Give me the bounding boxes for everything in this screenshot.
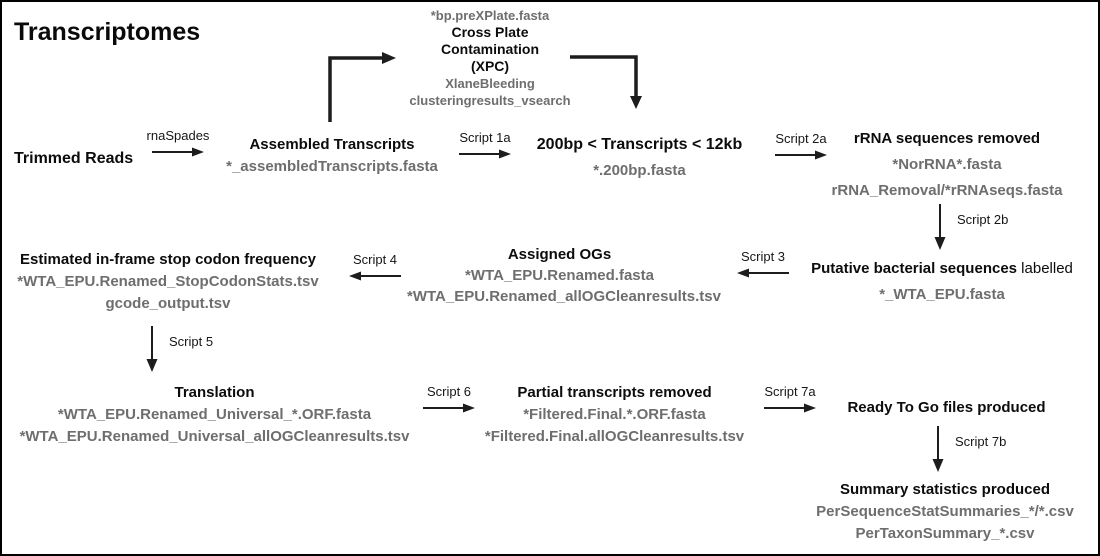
arrow-script-1a: Script 1a bbox=[452, 130, 518, 160]
node-title: Ready To Go files produced bbox=[847, 399, 1046, 416]
arrow-script-2b: Script 2b bbox=[932, 204, 1008, 250]
arrow-label: Script 1a bbox=[459, 130, 511, 145]
node-title: (XPC) bbox=[470, 58, 510, 74]
file-label: *NorRNA*.fasta bbox=[892, 156, 1002, 173]
arrow-script-7a: Script 7a bbox=[758, 384, 822, 414]
page-title: Transcriptomes bbox=[14, 18, 201, 46]
node-ready-to-go: Ready To Go files produced bbox=[794, 397, 1098, 419]
node-size-filter: 200bp < Transcripts < 12kb *.200bp.fasta bbox=[507, 134, 772, 182]
node-title: Contamination bbox=[441, 41, 539, 57]
arrow-rnaspades: rnaSpades bbox=[140, 128, 216, 158]
file-label: rRNA_Removal/*rRNAseqs.fasta bbox=[831, 182, 1063, 199]
arrow-label: rnaSpades bbox=[146, 128, 210, 143]
arrow-label: Script 5 bbox=[169, 334, 214, 349]
file-label: *Filtered.Final.*.ORF.fasta bbox=[523, 406, 706, 423]
node-assembled-transcripts: Assembled Transcripts *_assembledTranscr… bbox=[202, 134, 462, 178]
arrow-down-icon bbox=[146, 326, 158, 372]
file-label: PerSequenceStatSummaries_*/*.csv bbox=[816, 503, 1074, 520]
node-title: Putative bacterial sequences labelled bbox=[811, 260, 1073, 277]
arrow-right-down-elbow-icon bbox=[570, 55, 642, 109]
file-label: *_WTA_EPU.fasta bbox=[879, 286, 1005, 303]
arrow-right-icon bbox=[764, 403, 816, 413]
node-title: rRNA sequences removed bbox=[853, 130, 1041, 147]
node-partial-removed: Partial transcripts removed *Filtered.Fi… bbox=[462, 382, 767, 448]
file-label: *WTA_EPU.Renamed_Universal_*.ORF.fasta bbox=[57, 406, 372, 423]
file-label: XlaneBleeding bbox=[445, 76, 535, 91]
arrow-label: Script 3 bbox=[740, 249, 786, 264]
arrow-up-right-elbow-icon bbox=[328, 52, 396, 122]
file-label: *.200bp.fasta bbox=[593, 162, 686, 179]
file-label: *WTA_EPU.Renamed_StopCodonStats.tsv bbox=[17, 273, 319, 290]
file-label: gcode_output.tsv bbox=[105, 295, 231, 312]
arrow-right-icon bbox=[423, 403, 475, 413]
node-title: Cross Plate bbox=[451, 24, 529, 40]
node-assigned-ogs: Assigned OGs *WTA_EPU.Renamed.fasta *WTA… bbox=[407, 244, 721, 307]
node-putative-bacterial: Putative bacterial sequences labelled *_… bbox=[782, 256, 1098, 308]
node-summary-statistics: Summary statistics produced PerSequenceS… bbox=[782, 479, 1098, 545]
arrow-right-icon bbox=[152, 147, 204, 157]
file-label: *bp.preXPlate.fasta bbox=[430, 8, 550, 23]
file-label: *WTA_EPU.Renamed.fasta bbox=[465, 267, 654, 284]
arrow-down-icon bbox=[934, 204, 946, 250]
file-label: *WTA_EPU.Renamed_Universal_allOGCleanres… bbox=[19, 428, 410, 445]
file-label: clusteringresults_vsearch bbox=[409, 93, 571, 108]
arrow-right-icon bbox=[775, 150, 827, 160]
arrow-label: Script 2a bbox=[775, 131, 827, 146]
node-title: Assigned OGs bbox=[507, 246, 612, 263]
node-title: 200bp < Transcripts < 12kb bbox=[536, 136, 743, 153]
arrow-down-icon bbox=[932, 426, 944, 472]
arrow-script-3: Script 3 bbox=[728, 249, 798, 279]
arrow-script-5: Script 5 bbox=[144, 326, 213, 372]
arrow-script-4: Script 4 bbox=[342, 252, 408, 282]
arrow-left-icon bbox=[349, 271, 401, 281]
arrow-label: Script 7a bbox=[764, 384, 816, 399]
node-title: Trimmed Reads bbox=[14, 150, 134, 167]
node-stop-codon-frequency: Estimated in-frame stop codon frequency … bbox=[6, 249, 330, 315]
file-label: PerTaxonSummary_*.csv bbox=[855, 525, 1035, 542]
node-title: Partial transcripts removed bbox=[517, 384, 712, 401]
arrow-right-icon bbox=[459, 149, 511, 159]
node-translation: Translation *WTA_EPU.Renamed_Universal_*… bbox=[12, 382, 417, 448]
node-title: Estimated in-frame stop codon frequency bbox=[20, 251, 316, 268]
node-title: Summary statistics produced bbox=[839, 481, 1051, 498]
arrow-left-icon bbox=[737, 268, 789, 278]
arrow-label: Script 6 bbox=[426, 384, 472, 399]
arrow-label: Script 4 bbox=[352, 252, 398, 267]
arrow-label: Script 7b bbox=[955, 434, 1007, 449]
arrow-script-7b: Script 7b bbox=[930, 426, 1006, 472]
node-trimmed-reads: Trimmed Reads bbox=[14, 148, 164, 170]
arrow-script-2a: Script 2a bbox=[770, 131, 832, 161]
node-cross-plate-contamination: *bp.preXPlate.fasta Cross Plate Contamin… bbox=[372, 7, 608, 109]
file-label: *WTA_EPU.Renamed_allOGCleanresults.tsv bbox=[407, 288, 721, 305]
node-rrna-removed: rRNA sequences removed *NorRNA*.fasta rR… bbox=[807, 126, 1087, 204]
node-title: Translation bbox=[174, 384, 255, 401]
file-label: *Filtered.Final.allOGCleanresults.tsv bbox=[484, 428, 745, 445]
arrow-script-6: Script 6 bbox=[418, 384, 480, 414]
file-label: *_assembledTranscripts.fasta bbox=[226, 158, 438, 175]
arrow-label: Script 2b bbox=[957, 212, 1009, 227]
node-title: Assembled Transcripts bbox=[249, 136, 415, 153]
